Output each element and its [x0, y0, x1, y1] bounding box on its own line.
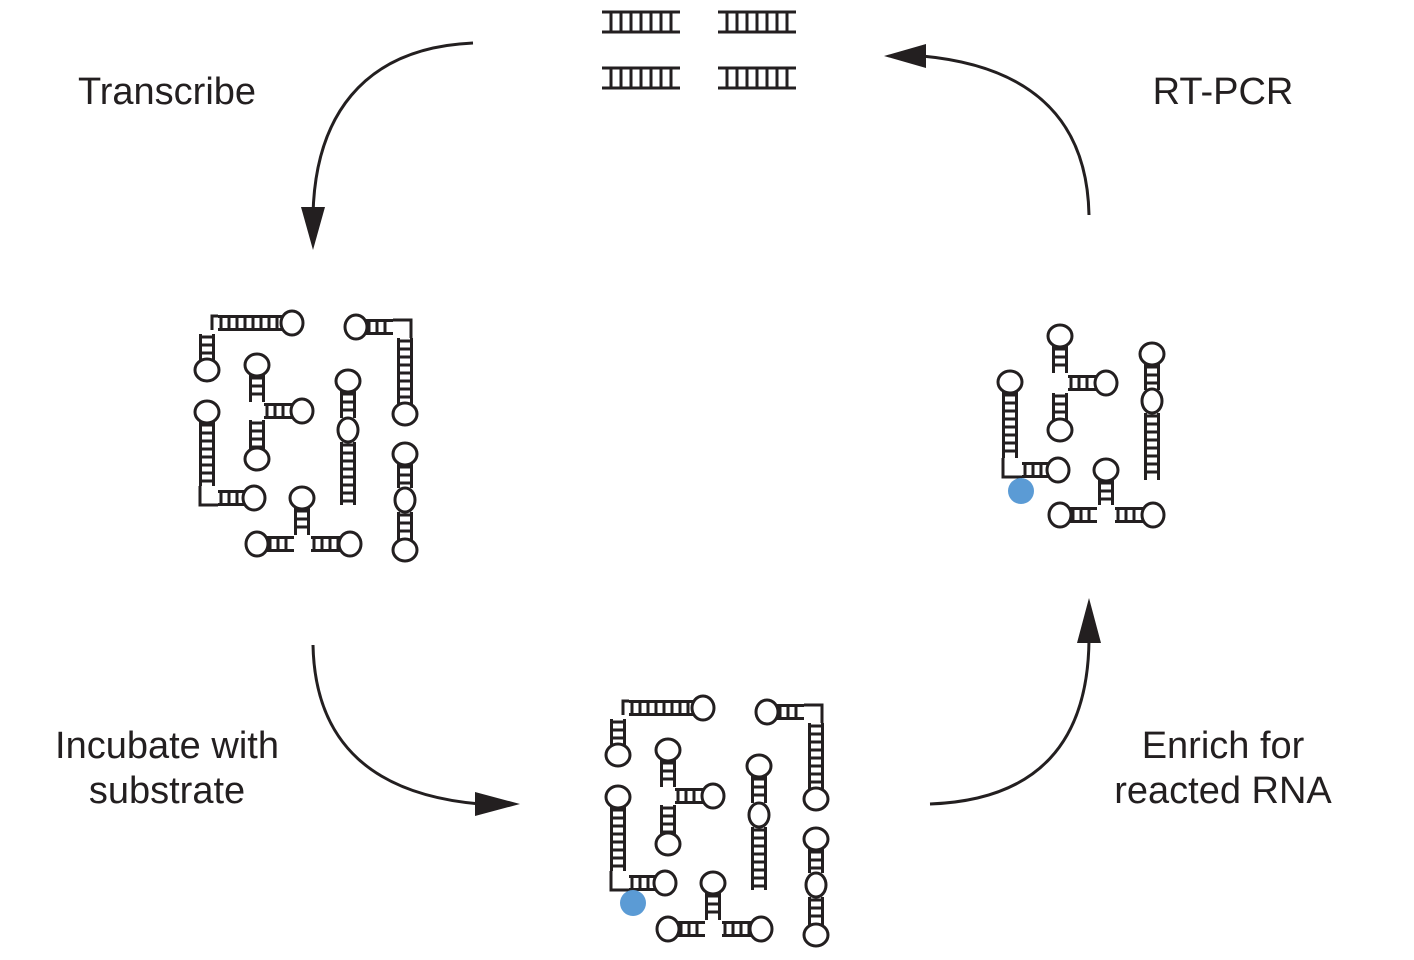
- rna-hairpin-icon: [1138, 341, 1166, 390]
- arrow-head: [301, 207, 325, 250]
- rna-hairpin-icon: [243, 420, 271, 472]
- rna-hairpin-icon: [1046, 323, 1074, 373]
- rna-hairpin-icon: [654, 805, 682, 857]
- label-rt-pcr: RT-PCR: [1153, 71, 1294, 113]
- dna-pool-top: [602, 10, 796, 90]
- rna-hairpin-icon: [218, 309, 305, 337]
- arrow-head: [884, 44, 926, 68]
- rna-hairpin-icon: [193, 399, 221, 486]
- rna-hairpin-icon: [1115, 501, 1166, 529]
- rna-hairpin-icon: [193, 334, 221, 383]
- arrow-transcribe: [301, 41, 474, 250]
- rna-hairpin-icon: [996, 369, 1024, 458]
- rna-hairpin-icon: [802, 826, 830, 873]
- rna-hairpin-icon: [722, 915, 774, 943]
- label-incubate-line2: substrate: [89, 770, 245, 812]
- rna-hairpin-icon: [343, 313, 393, 341]
- rna-hairpin-icon: [334, 368, 362, 418]
- rna-hairpin-icon: [244, 530, 294, 558]
- rna-hairpin-icon: [1092, 457, 1120, 505]
- rna-hairpin-icon: [1046, 393, 1074, 443]
- rna-hairpin-icon: [391, 338, 419, 427]
- arrow-enrich: [929, 598, 1101, 806]
- dna-duplex-icon: [602, 66, 680, 90]
- rna-hairpin-icon: [745, 753, 773, 803]
- arrow-head: [1077, 598, 1101, 643]
- rna-hairpin-icon: [243, 352, 271, 402]
- rna-hairpin-icon: [754, 698, 804, 726]
- rna-hairpin-icon: [699, 870, 727, 920]
- rna-hairpin-icon: [629, 694, 716, 722]
- arrow-head: [475, 792, 520, 816]
- label-enrich-line1: Enrich for: [1142, 725, 1305, 767]
- dna-duplex-icon: [718, 66, 796, 90]
- rna-hairpin-icon: [802, 723, 830, 812]
- label-enrich-line2: reacted RNA: [1114, 770, 1332, 812]
- cycle-arrow-icon: [311, 644, 481, 806]
- arrow-incubate: [311, 644, 520, 816]
- dna-duplex-icon: [718, 10, 796, 34]
- rna-hairpin-icon: [675, 782, 726, 810]
- rna-hairpin-icon: [340, 442, 356, 505]
- rna-pool-transcribed: [193, 309, 419, 563]
- cycle-arrow-icon: [311, 41, 474, 216]
- rna-hairpin-icon: [391, 512, 419, 563]
- rna-hairpin-icon: [1144, 413, 1160, 480]
- rna-hairpin-icon: [1047, 501, 1097, 529]
- dna-duplex-icon: [602, 10, 680, 34]
- arrow-rt-pcr: [884, 44, 1091, 216]
- rna-hairpin-icon: [311, 530, 363, 558]
- rna-hairpin-icon: [1068, 369, 1119, 397]
- rna-hairpin-icon: [391, 441, 419, 488]
- rna-pool-enriched: [996, 323, 1166, 529]
- label-incubate-line1: Incubate with: [55, 725, 279, 767]
- rna-hairpin-icon: [604, 784, 632, 871]
- rna-hairpin-icon: [655, 915, 705, 943]
- rna-hairpin-icon: [604, 719, 632, 768]
- rna-hairpin-icon: [802, 897, 830, 948]
- substrate-dot-icon: [1008, 478, 1034, 504]
- rna-hairpin-icon: [751, 827, 767, 890]
- rna-hairpin-icon: [629, 869, 678, 897]
- substrate-dot-icon: [620, 890, 646, 916]
- rna-hairpin-icon: [1022, 456, 1071, 484]
- label-transcribe: Transcribe: [78, 71, 256, 113]
- rna-hairpin-icon: [654, 737, 682, 787]
- rna-hairpin-icon: [288, 485, 316, 535]
- cycle-arrow-icon: [921, 54, 1091, 216]
- rna-hairpin-icon: [264, 397, 315, 425]
- cycle-arrow-icon: [929, 639, 1091, 806]
- rna-pool-incubated: [604, 694, 830, 948]
- rna-hairpin-icon: [218, 484, 267, 512]
